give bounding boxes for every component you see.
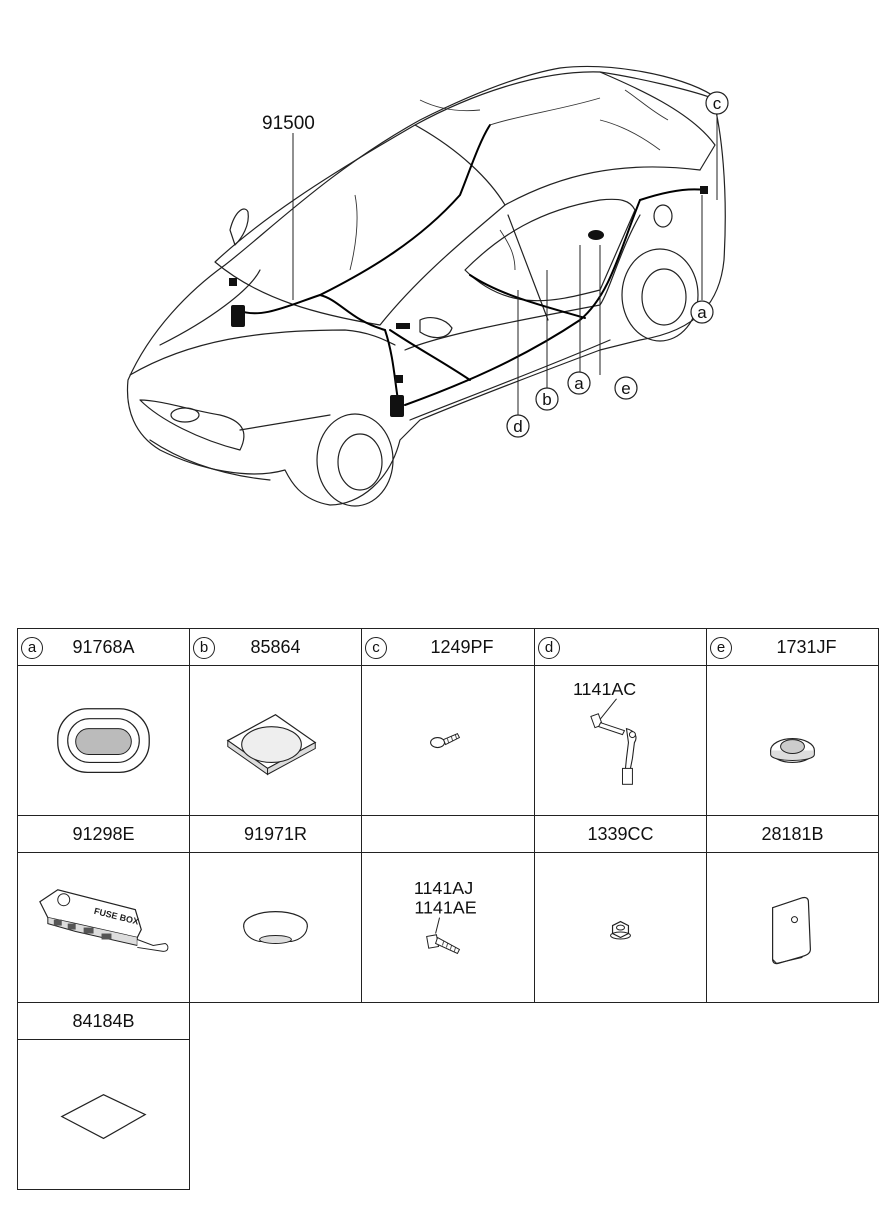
svg-text:a: a: [697, 303, 707, 322]
part-image-cell: [189, 665, 362, 816]
part-header-a: a 91768A: [17, 628, 190, 666]
part-letter: d: [538, 637, 560, 659]
part-code: 1249PF: [430, 637, 494, 657]
part-image-cell: FUSE BOX: [17, 852, 190, 1003]
bolt-icon: 1141AJ 1141AE: [414, 878, 477, 954]
part-image-cell: [17, 665, 190, 816]
car-wiring-diagram: c a a b e d: [126, 65, 729, 507]
part-letter: e: [710, 637, 732, 659]
part-image-cell: [189, 852, 362, 1003]
part-image-cell: 1141AJ 1141AE: [361, 852, 535, 1003]
rear-wheel: [621, 248, 699, 342]
part-letter: a: [21, 637, 43, 659]
part-code: 84184B: [72, 1011, 135, 1031]
part-image-cell: [361, 665, 535, 816]
parts-table: a 91768A b 85864 c 1249PF d e 1731JF: [17, 628, 879, 1190]
windshield-outline: [214, 124, 506, 326]
svg-text:d: d: [513, 417, 522, 436]
callout-b: b: [535, 387, 559, 411]
part-image-cell: 1141AC: [534, 665, 707, 816]
part-header-c: c 1249PF: [361, 628, 535, 666]
callout-a-floor: a: [567, 371, 591, 395]
car-body-outline: [126, 65, 726, 506]
part-image-cell: [534, 852, 707, 1003]
part-inner-label: 1141AJ: [414, 878, 473, 898]
svg-text:e: e: [621, 379, 630, 398]
part-header-b: b 85864: [189, 628, 362, 666]
grommet-icon: [57, 708, 150, 773]
part-code: 28181B: [761, 824, 824, 844]
callout-a-rear: a: [690, 300, 714, 324]
part-header: 28181B: [706, 815, 879, 853]
part-code: 85864: [250, 637, 301, 657]
part-image-cell: [706, 665, 879, 816]
screw-icon: [430, 732, 461, 748]
nut-icon: [610, 920, 631, 940]
svg-text:c: c: [713, 94, 722, 113]
part-header-d: d: [534, 628, 707, 666]
part-letter: b: [193, 637, 215, 659]
part-letter: c: [365, 637, 387, 659]
connectors: [229, 186, 708, 417]
cap-icon: [243, 910, 308, 944]
callout-d: d: [506, 414, 530, 438]
pad-icon: [226, 713, 317, 776]
part-header: 1339CC: [534, 815, 707, 853]
part-inner-label: 1141AE: [414, 898, 476, 918]
svg-text:a: a: [574, 374, 584, 393]
part-header-e: e 1731JF: [706, 628, 879, 666]
part-code: 91971R: [243, 824, 308, 844]
fuse-box-icon: FUSE BOX: [39, 889, 169, 952]
part-image-cell: [706, 852, 879, 1003]
minor-wiring: [349, 89, 669, 271]
part-header: [361, 815, 535, 853]
callout-c: c: [705, 91, 729, 115]
main-part-number: 91500: [262, 113, 315, 134]
part-code: 1731JF: [776, 637, 837, 657]
front-wheel: [316, 413, 394, 507]
plug-icon: [770, 737, 815, 763]
part-header: 84184B: [17, 1002, 190, 1040]
callout-e: e: [614, 376, 638, 400]
part-inner-label: 1141AC: [573, 679, 636, 699]
sheet-icon: [60, 1093, 147, 1140]
part-code: 1339CC: [587, 824, 654, 844]
svg-text:b: b: [542, 390, 551, 409]
bracket-icon: [772, 896, 811, 965]
part-code: 91298E: [72, 824, 135, 844]
part-header: 91971R: [189, 815, 362, 853]
ground-bolt-icon: 1141AC: [573, 679, 637, 785]
part-code: 91768A: [72, 637, 135, 657]
part-header: 91298E: [17, 815, 190, 853]
part-image-cell: [17, 1039, 190, 1190]
